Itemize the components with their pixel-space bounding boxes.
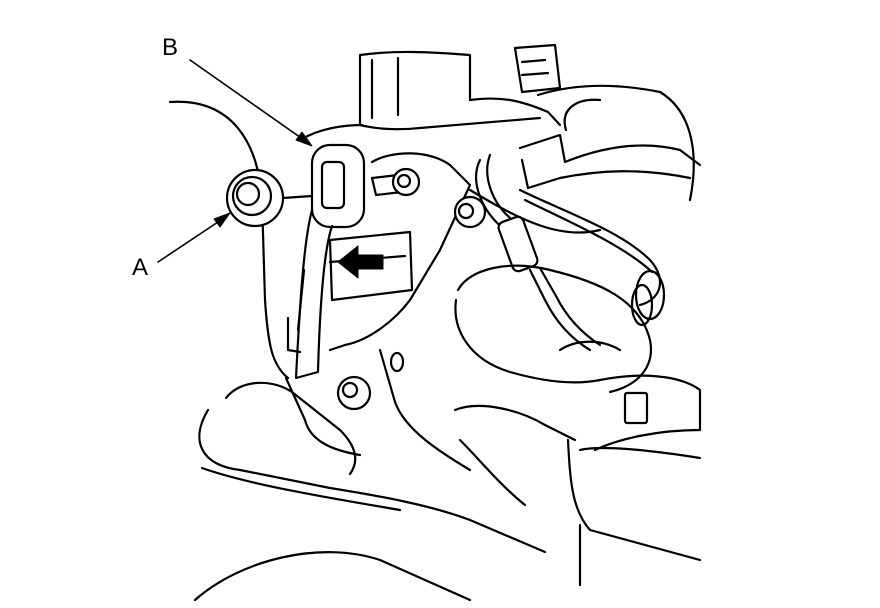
pedal-assembly bbox=[453, 264, 702, 587]
leader-line-a bbox=[157, 212, 231, 263]
wire-harness bbox=[475, 153, 666, 352]
callout-label-a: A bbox=[132, 254, 149, 281]
bracket-b bbox=[286, 143, 366, 380]
column-clamp bbox=[518, 98, 702, 190]
stud-bolt-upper bbox=[370, 167, 421, 197]
stud-bolt-right bbox=[453, 195, 487, 229]
callout-label-b: B bbox=[162, 34, 179, 61]
leader-line-b bbox=[189, 59, 313, 147]
bracket-plate bbox=[328, 152, 602, 472]
direction-arrow-icon bbox=[337, 245, 384, 279]
console-housing bbox=[298, 43, 695, 202]
body-panel bbox=[168, 100, 547, 602]
nut-a bbox=[225, 168, 314, 228]
stud-bolt-lower bbox=[336, 375, 372, 411]
